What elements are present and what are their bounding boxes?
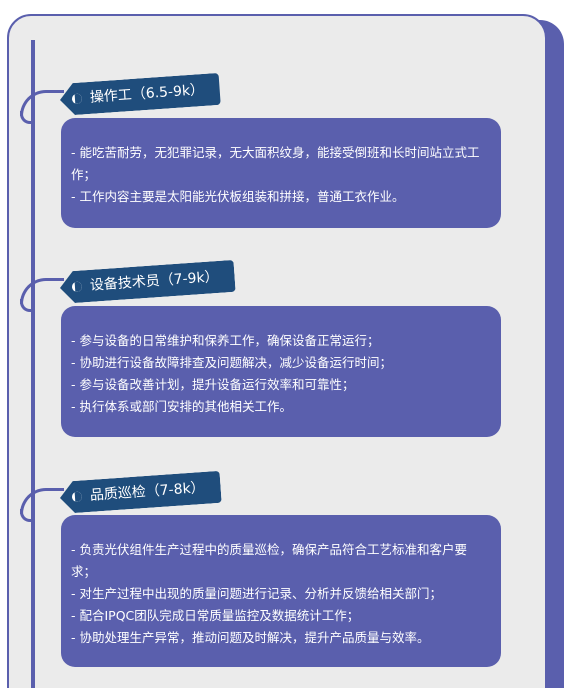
description-line: - 参与设备的日常维护和保养工作，确保设备正常运行； (71, 333, 380, 348)
description-line: - 对生产过程中出现的质量问题进行记录、分析并反馈给相关部门； (71, 586, 442, 601)
description-line: - 工作内容主要是太阳能光伏板组装和拼接，普通工衣作业。 (71, 189, 405, 204)
section-title: 设备技术员（7-9k） (89, 268, 220, 294)
section-box-quality-inspection: - 负责光伏组件生产过程中的质量巡检，确保产品符合工艺标准和客户要求； - 对生… (61, 515, 501, 667)
description-line: - 参与设备改善计划，提升设备运行效率和可靠性； (71, 377, 355, 392)
description-line: - 负责光伏组件生产过程中的质量巡检，确保产品符合工艺标准和客户要求； (71, 542, 467, 579)
description-line: - 配合IPQC团队完成日常质量监控及数据统计工作； (71, 608, 360, 623)
description-line: - 协助处理生产异常，推动问题及时解决，提升产品质量与效率。 (71, 630, 430, 645)
section-box-operator: - 能吃苦耐劳，无犯罪记录，无大面积纹身，能接受倒班和长时间站立式工作； - 工… (61, 118, 501, 228)
description-line: - 能吃苦耐劳，无犯罪记录，无大面积纹身，能接受倒班和长时间站立式工作； (71, 145, 480, 182)
section-title: 操作工（6.5-9k） (89, 81, 205, 106)
description-line: - 协助进行设备故障排查及问题解决，减少设备运行时间； (71, 355, 392, 370)
timeline-line (31, 40, 35, 688)
tag-dot-icon (72, 281, 83, 292)
section-title: 品质巡检（7-8k） (89, 479, 206, 504)
tag-dot-icon (72, 93, 83, 104)
description-line: - 执行体系或部门安排的其他相关工作。 (71, 399, 292, 414)
tag-dot-icon (72, 491, 83, 502)
section-box-equipment-technician: - 参与设备的日常维护和保养工作，确保设备正常运行； - 协助进行设备故障排查及… (61, 306, 501, 437)
